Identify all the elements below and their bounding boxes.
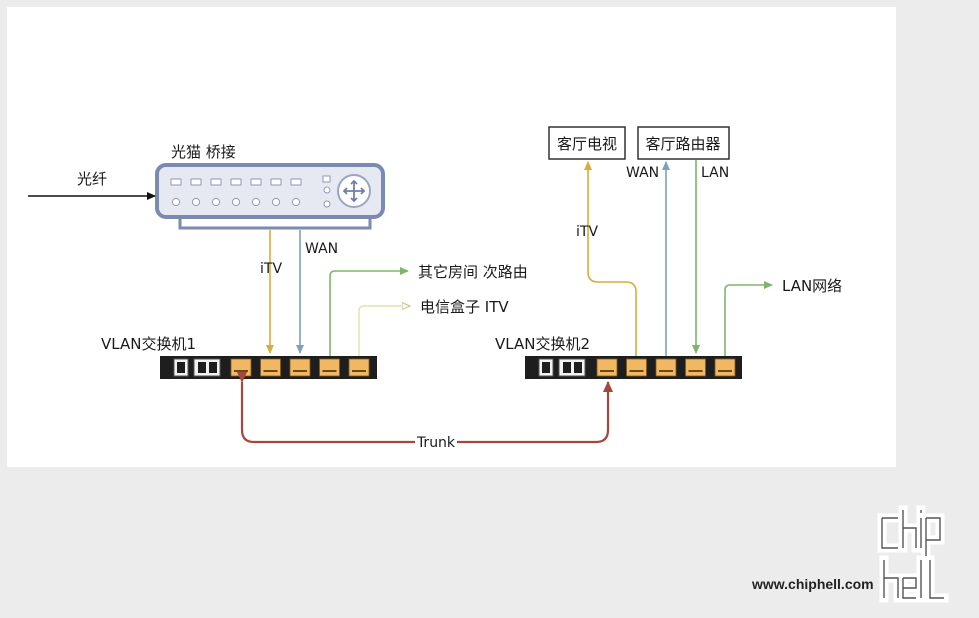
optical-modem [155,163,385,230]
modem-port-top [290,178,302,186]
switch2-port-slot [718,370,732,372]
modem-port-top [250,178,262,186]
modem-port-led [251,197,261,207]
living-router-box [637,126,730,160]
switch1-port [348,358,370,377]
modem-port-top [210,178,222,186]
switch1-port [319,358,340,377]
switch2-port [626,358,647,377]
living-tv-label: 客厅电视 [557,135,617,153]
switch1-port-slot [234,370,248,372]
switch1-port-slot [263,370,278,372]
fiber-label: 光纤 [77,170,107,188]
lan-network-label: LAN网络 [782,277,842,295]
switch1-port-slot [322,370,337,372]
modem-port-led [323,200,331,208]
lan-right-label: LAN [701,165,729,181]
modem-ports [170,175,331,208]
switch1-ports [230,358,370,377]
modem-port-led [231,197,241,207]
router-icon [337,174,371,208]
modem-port-led [271,197,281,207]
vlan-switch-1 [160,356,377,379]
modem-port-top [190,178,202,186]
switch1-power-module [173,358,221,377]
switch1-port-slot [293,370,307,372]
itv-left-label: iTV [260,261,282,277]
tv-box-label: 电信盒子 ITV [420,298,509,316]
switch2-port-slot [629,370,644,372]
living-tv-box [548,126,626,160]
other-room-line [329,267,409,356]
switch2-port-slot [688,370,703,372]
vlan-switch-2 [525,356,742,379]
switch1-port-slot [352,370,366,372]
modem-port-top [230,178,242,186]
trunk-label: Trunk [416,435,456,451]
switch2-label: VLAN交换机2 [495,335,590,353]
switch2-power-module [538,358,586,377]
switch2-port [596,358,618,377]
modem-port-led [171,197,181,207]
modem-label: 光猫 桥接 [171,143,236,161]
modem-port-top [270,178,282,186]
modem-port-led [323,186,331,194]
switch2-port-slot [600,370,614,372]
wan-right-label: WAN [626,165,659,181]
switch1-port [260,358,281,377]
chiphell-watermark: www.chiphell.com [751,505,949,603]
switch2-port-slot [659,370,673,372]
tv-box-line [358,306,410,356]
switch1-port [289,358,311,377]
modem-port-top [322,175,331,183]
itv-right-line [584,161,637,356]
watermark-url: www.chiphell.com [751,576,874,592]
switch2-port [685,358,706,377]
wan-left-label: WAN [305,241,338,257]
trunk-label-bg [415,434,457,450]
switch1-port [230,358,252,377]
living-router-label: 客厅路由器 [645,135,720,153]
switch1-label: VLAN交换机1 [101,335,196,353]
switch2-port [655,358,677,377]
itv-right-label: iTV [576,224,598,240]
other-room-label: 其它房间 次路由 [418,263,528,281]
switch2-ports [596,358,736,377]
modem-port-led [291,197,301,207]
modem-port-led [211,197,221,207]
diagram-panel [7,7,896,467]
modem-port-led [191,197,201,207]
chiphell-logo [877,505,949,603]
modem-port-top [170,178,182,186]
lan-network-line [724,281,773,356]
switch2-port [714,358,736,377]
